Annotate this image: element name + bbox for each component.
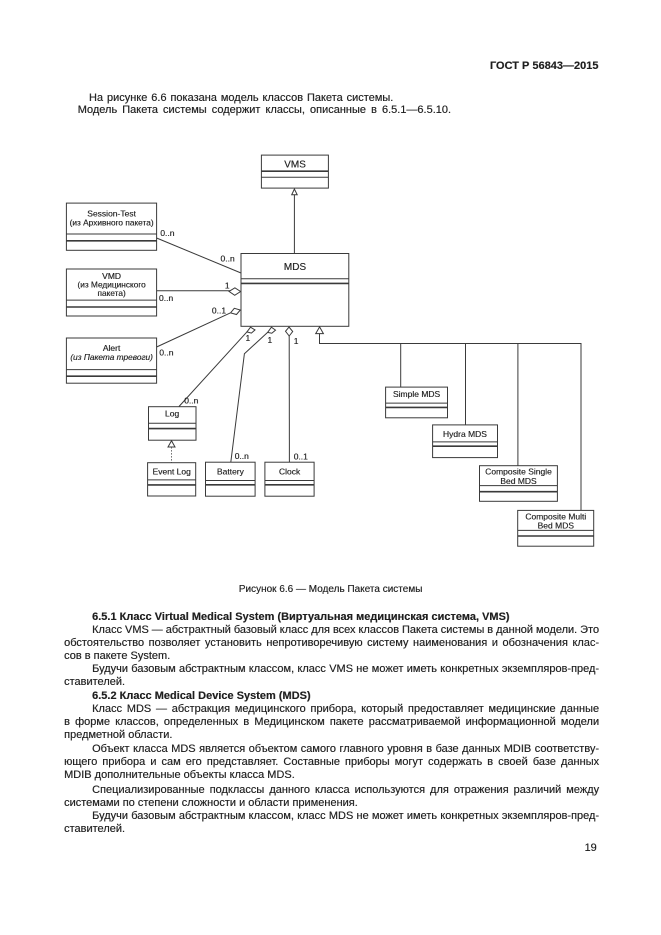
svg-text:0..n: 0..n: [184, 396, 198, 406]
svg-text:Simple MDS: Simple MDS: [393, 389, 441, 399]
svg-text:VMS: VMS: [284, 159, 306, 170]
svg-text:Composite Single: Composite Single: [485, 467, 552, 477]
svg-text:1: 1: [294, 336, 299, 346]
svg-text:Clock: Clock: [279, 466, 301, 476]
svg-text:Composite Multi: Composite Multi: [525, 511, 586, 521]
svg-text:1: 1: [245, 333, 250, 343]
svg-text:0..1: 0..1: [294, 452, 308, 462]
svg-text:MDS: MDS: [284, 262, 307, 273]
svg-text:Battery: Battery: [217, 466, 245, 476]
svg-text:0..n: 0..n: [220, 253, 234, 263]
svg-text:(из Архивного пакета): (из Архивного пакета): [70, 217, 154, 227]
svg-text:Bed MDS: Bed MDS: [500, 476, 537, 486]
svg-text:1: 1: [267, 335, 272, 345]
svg-text:0..n: 0..n: [159, 348, 173, 358]
svg-text:Bed MDS: Bed MDS: [538, 520, 575, 530]
svg-text:Alert: Alert: [103, 343, 121, 353]
svg-text:1: 1: [225, 280, 230, 290]
svg-text:VMD: VMD: [102, 271, 121, 281]
svg-text:0..n: 0..n: [235, 451, 249, 461]
svg-text:0..n: 0..n: [159, 293, 173, 303]
svg-text:(из Медицинского: (из Медицинского: [77, 280, 146, 290]
svg-text:Log: Log: [165, 408, 179, 418]
svg-text:Event Log: Event Log: [152, 466, 191, 476]
svg-text:Session-Test: Session-Test: [87, 209, 136, 219]
svg-text:(из Пакета тревоги): (из Пакета тревоги): [70, 352, 153, 362]
svg-text:0..n: 0..n: [160, 228, 174, 238]
svg-text:Hydra MDS: Hydra MDS: [443, 429, 487, 439]
svg-text:0..1: 0..1: [212, 305, 226, 315]
svg-text:пакета): пакета): [97, 288, 125, 298]
